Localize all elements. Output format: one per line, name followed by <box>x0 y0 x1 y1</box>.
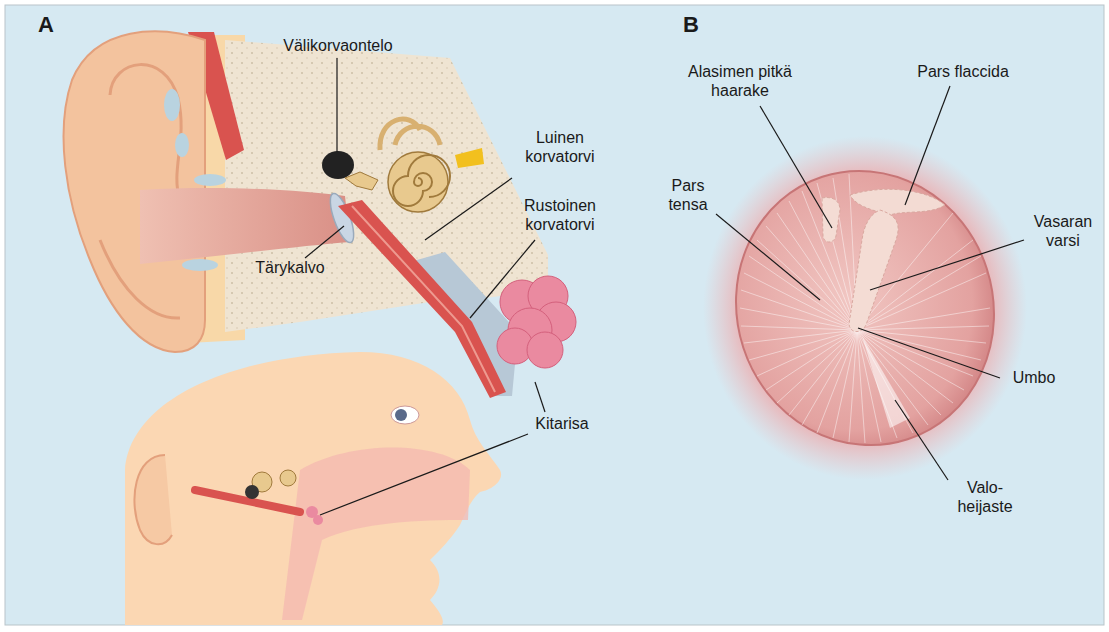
small-adenoid <box>313 515 323 525</box>
part-label: Välikorvaontelo <box>258 36 418 55</box>
cartilage <box>182 259 218 271</box>
pars-flaccida-area <box>850 189 945 215</box>
leader-line <box>858 328 1000 378</box>
eardrum-surface <box>701 137 1030 479</box>
part-label: Valo- heijaste <box>947 478 1023 516</box>
temporal-bone <box>225 40 548 332</box>
leader-line <box>716 214 820 300</box>
iris <box>395 409 407 421</box>
adenoid-lobe <box>527 332 563 368</box>
radial-fibres <box>740 174 990 443</box>
panel-letter: B <box>683 12 713 38</box>
part-label: Pars tensa <box>660 176 716 214</box>
small-ear <box>134 455 172 544</box>
nerve <box>455 148 484 168</box>
leader-line <box>870 240 1024 290</box>
leader-line <box>905 86 950 205</box>
ear-canal <box>140 188 350 264</box>
small-cochlea <box>280 470 296 486</box>
part-label: Rustoinen korvatorvi <box>513 196 608 234</box>
semicircular-canals <box>380 119 440 150</box>
adenoid <box>497 276 576 368</box>
leader-line <box>425 178 512 240</box>
part-label: Pars flaccida <box>898 62 1028 81</box>
ossicles <box>345 172 378 190</box>
panel-background <box>5 5 1104 625</box>
leader-line <box>470 240 535 318</box>
light-reflex <box>862 336 910 428</box>
leader-line <box>895 400 948 480</box>
face-profile <box>125 352 501 625</box>
part-label: Kitarisa <box>512 414 612 433</box>
leader-line <box>336 58 337 152</box>
panel-letter: A <box>38 12 68 38</box>
auricle-fold <box>110 65 181 200</box>
part-label: Umbo <box>1004 368 1064 387</box>
incus-process <box>822 198 840 243</box>
leader-lines <box>305 58 1024 515</box>
eye <box>391 406 419 424</box>
middle-ear-cavity <box>322 151 354 179</box>
cartilage <box>194 174 226 186</box>
cartilage <box>175 133 189 157</box>
part-label: Luinen korvatorvi <box>513 128 608 166</box>
malleus-handle <box>849 210 898 332</box>
leader-line <box>305 226 344 258</box>
cartilage <box>164 89 180 121</box>
leader-line <box>320 434 528 515</box>
leader-line <box>760 106 832 228</box>
part-label: Vasaran varsi <box>1025 212 1101 250</box>
small-middle-ear <box>245 485 259 499</box>
leader-line <box>535 382 545 412</box>
part-label: Alasimen pitkä haarake <box>682 62 798 100</box>
part-label: Tärykalvo <box>240 258 340 277</box>
cochlea-spiral <box>393 155 450 206</box>
nasopharynx <box>282 448 470 621</box>
